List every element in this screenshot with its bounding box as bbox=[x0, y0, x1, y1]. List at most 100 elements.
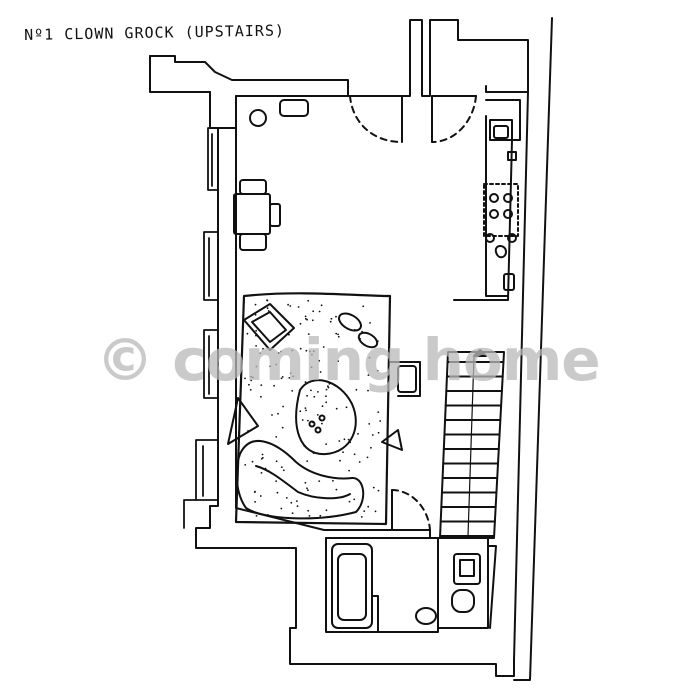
rug-dot bbox=[250, 375, 253, 378]
rug-dot bbox=[325, 443, 327, 445]
hob-burner-4 bbox=[503, 209, 513, 219]
hall-chair-seat bbox=[397, 365, 417, 393]
rug-dot bbox=[318, 359, 321, 362]
rug-dot bbox=[321, 405, 324, 408]
rug-dot bbox=[285, 497, 288, 499]
rug-dot bbox=[348, 469, 350, 472]
rug-dot bbox=[307, 509, 310, 512]
stair-centre-line bbox=[467, 355, 475, 537]
rug-dot bbox=[275, 436, 278, 438]
cushion-2 bbox=[357, 331, 379, 349]
side-table-right bbox=[381, 429, 403, 451]
rug-dot bbox=[325, 509, 328, 512]
rug-dot bbox=[339, 459, 341, 462]
plant-pot bbox=[249, 109, 267, 127]
rug-dot bbox=[292, 375, 295, 378]
dining-chair-right bbox=[269, 203, 281, 227]
rug-dot bbox=[254, 314, 257, 316]
left-windows bbox=[183, 127, 219, 529]
rug-dot bbox=[310, 389, 312, 392]
hob-burner-2 bbox=[503, 193, 513, 203]
rug-dot bbox=[297, 306, 300, 308]
rug-dot bbox=[327, 386, 330, 389]
rug-dot bbox=[291, 349, 294, 352]
rug-dot bbox=[275, 460, 278, 463]
rug-dot bbox=[332, 479, 334, 482]
rug-dot bbox=[367, 505, 370, 508]
rug-dot bbox=[353, 453, 356, 456]
rug-dot bbox=[369, 322, 371, 324]
cushion-1 bbox=[338, 312, 362, 332]
rug-dot bbox=[306, 487, 308, 490]
rug-dot bbox=[255, 365, 258, 368]
rug-dot bbox=[329, 320, 332, 323]
rug-dot bbox=[325, 401, 328, 404]
rug-dot bbox=[316, 414, 319, 416]
rug-dot bbox=[345, 406, 348, 409]
rug-dot bbox=[335, 407, 338, 410]
dining-set bbox=[233, 179, 281, 251]
rug-dot bbox=[305, 409, 307, 412]
bathroom-cabinet bbox=[453, 553, 481, 585]
rug-dot bbox=[275, 480, 278, 482]
rug-dot bbox=[318, 480, 321, 482]
rug-dot bbox=[343, 438, 346, 441]
rug-dot bbox=[281, 376, 284, 378]
hob-burner-1 bbox=[489, 193, 499, 203]
sink bbox=[493, 125, 509, 139]
basin bbox=[415, 607, 437, 625]
rug-dot bbox=[379, 420, 382, 422]
fridge-door bbox=[503, 273, 515, 291]
rug-dot bbox=[259, 495, 262, 497]
rug-dot bbox=[266, 299, 269, 302]
rug-dot bbox=[319, 514, 322, 517]
bathroom bbox=[325, 537, 497, 633]
rug-dot bbox=[308, 515, 311, 517]
rug-dot bbox=[335, 315, 337, 318]
tap bbox=[507, 151, 517, 161]
rug-dot bbox=[307, 419, 309, 422]
rug-dot bbox=[322, 346, 325, 348]
rug-dot bbox=[280, 350, 282, 353]
rug-dot bbox=[338, 440, 341, 442]
rug-dot bbox=[377, 431, 380, 434]
rug-dot bbox=[253, 491, 256, 493]
staircase bbox=[439, 349, 505, 539]
rug-dot bbox=[306, 318, 308, 321]
rug-dot bbox=[254, 501, 256, 503]
rug-dot bbox=[306, 394, 308, 397]
rug-dot bbox=[248, 383, 250, 386]
rug-dot bbox=[368, 356, 371, 359]
rug-dot bbox=[296, 500, 298, 502]
rug-dot bbox=[312, 350, 315, 353]
toilet bbox=[451, 589, 475, 613]
bathtub bbox=[331, 543, 373, 629]
rug-dot bbox=[287, 303, 289, 306]
rug-dot bbox=[280, 507, 283, 510]
living-furniture bbox=[227, 303, 403, 520]
coffee-table bbox=[295, 379, 357, 456]
rug-dot bbox=[291, 512, 294, 514]
rug-dot bbox=[347, 438, 350, 441]
dining-chair-top bbox=[239, 179, 267, 195]
rug-dot bbox=[374, 510, 377, 513]
side-cabinet bbox=[279, 99, 309, 117]
rug-dot bbox=[309, 350, 311, 353]
rug-dot bbox=[305, 349, 308, 352]
rug-dot bbox=[254, 303, 257, 306]
living-rug bbox=[234, 292, 392, 526]
watermark: © coming home bbox=[96, 326, 601, 394]
rug-dot bbox=[370, 446, 372, 449]
rug-dot bbox=[280, 377, 283, 380]
kitchen-counter bbox=[483, 115, 519, 297]
rug-dot bbox=[282, 469, 285, 472]
rug-dot bbox=[281, 426, 284, 429]
rug-dot bbox=[260, 384, 263, 386]
rug-dot bbox=[304, 381, 307, 384]
rug-dot bbox=[275, 363, 278, 366]
rug-dot bbox=[367, 389, 369, 392]
rug-dot bbox=[277, 412, 279, 415]
rug-dot bbox=[376, 369, 379, 372]
rug-dot bbox=[306, 460, 309, 462]
